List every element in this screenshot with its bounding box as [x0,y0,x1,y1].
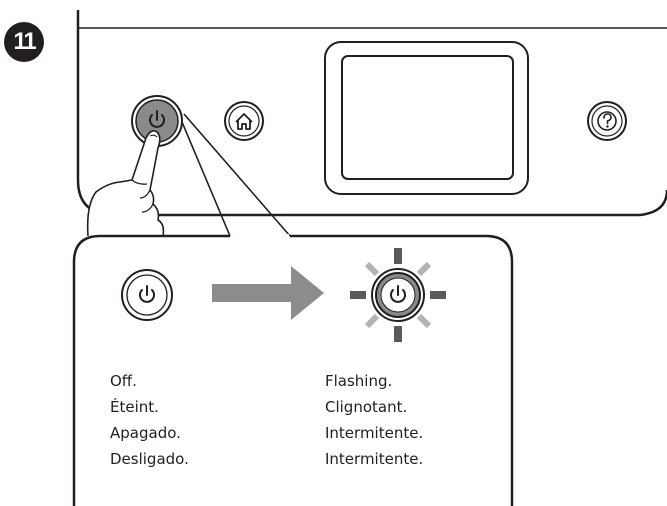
callout-line-right [183,113,291,237]
power-button-off [121,269,173,321]
power-icon [139,285,155,303]
flashing-rays [350,248,446,342]
label-off-es: Apagado. [110,424,181,442]
label-flashing-fr: Clignotant. [325,398,408,416]
power-button-flashing [371,268,425,322]
label-off-en: Off. [110,372,137,390]
power-icon [390,285,406,303]
label-flashing-pt: Intermitente. [325,450,424,468]
lcd-screen [324,41,529,195]
home-button[interactable] [224,101,264,141]
right-arrow [212,266,324,320]
label-off-fr: Éteint. [110,398,159,416]
help-button[interactable] [587,101,627,141]
off-state-labels: Off. Éteint. Apagado. Desligado. [110,368,189,472]
pointing-hand [86,130,165,237]
label-flashing-es: Intermitente. [325,424,424,442]
step-number-badge: 11 [4,22,44,62]
callout-line-left [181,121,231,237]
panel-power-button[interactable] [131,95,183,147]
label-off-pt: Desligado. [110,450,189,468]
label-flashing-en: Flashing. [325,372,393,390]
power-icon [149,110,165,128]
flashing-state-labels: Flashing. Clignotant. Intermitente. Inte… [325,368,423,472]
help-icon [597,111,617,131]
home-icon [235,113,253,130]
